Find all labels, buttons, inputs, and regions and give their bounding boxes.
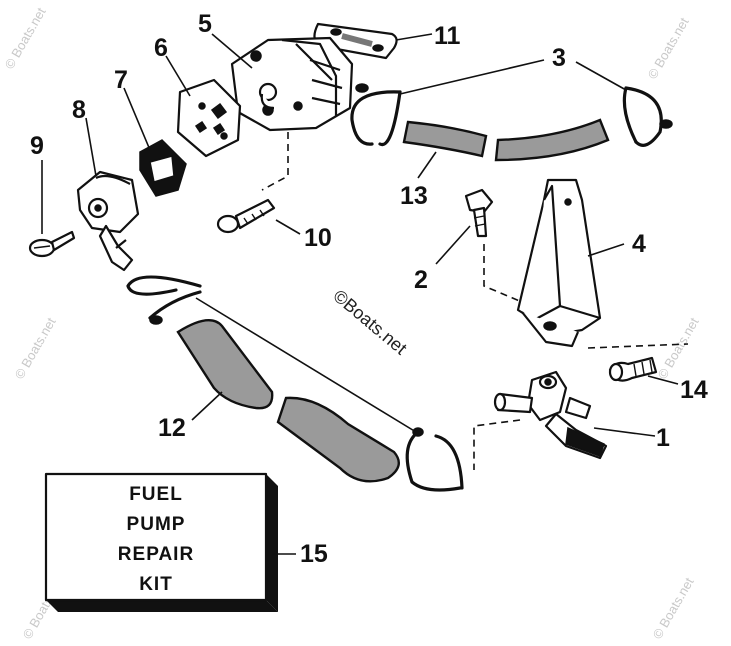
- callout-5: 5: [198, 10, 212, 38]
- callout-10: 10: [304, 224, 332, 252]
- leader-13: [417, 151, 437, 179]
- callout-9: 9: [30, 132, 44, 160]
- callout-6: 6: [154, 34, 168, 62]
- part-4-bracket: [516, 178, 602, 348]
- kit-label-line3: REPAIR: [118, 544, 194, 565]
- leader-12: [191, 391, 223, 421]
- part-8-filter-cover: [76, 170, 140, 272]
- part-1-fuel-valve: [493, 370, 608, 460]
- callout-13: 13: [400, 182, 428, 210]
- kit-label-line2: PUMP: [127, 514, 186, 535]
- leader-10: [275, 219, 301, 235]
- leader-8: [85, 117, 97, 177]
- part-11-gasket-plate: [313, 22, 398, 60]
- leader-12b: [195, 297, 417, 433]
- part-9-screw: [28, 230, 76, 258]
- callout-3: 3: [552, 44, 566, 72]
- callout-8: 8: [72, 96, 86, 124]
- part-12-hoses: [126, 275, 464, 492]
- part-7-gasket: [139, 139, 187, 197]
- watermark-mid-left: © Boats.net: [12, 315, 59, 382]
- bracket-to-screw-dashline: [587, 343, 689, 349]
- leader-lines: [41, 33, 679, 555]
- leader-5: [211, 33, 253, 69]
- leader-14: [647, 375, 679, 385]
- watermark-center: ©Boats.net: [329, 286, 410, 359]
- part-5-fuel-pump: [230, 36, 354, 132]
- pump-to-screw-dashline: [261, 132, 289, 191]
- callouts: 1 2 3 4 5 6 7 8 9 10 11 12 13 14 15: [30, 10, 708, 568]
- part-3-hose-clamps: [350, 83, 673, 147]
- part-14-screw: [608, 356, 658, 382]
- leader-1: [593, 427, 656, 437]
- callout-4: 4: [632, 230, 646, 258]
- callout-2: 2: [414, 266, 428, 294]
- part-15-repair-kit: FUEL PUMP REPAIR KIT: [44, 472, 278, 612]
- watermark-bottom-right: © Boats.net: [650, 575, 697, 642]
- watermark-top-left: © Boats.net: [2, 5, 49, 72]
- part-13-fuel-hoses: [402, 118, 610, 162]
- callout-15: 15: [300, 540, 328, 568]
- leader-3a: [399, 59, 545, 95]
- leader-2: [435, 225, 471, 265]
- part-10-screw: [216, 198, 276, 234]
- bolt-to-bracket-dashline: [483, 244, 523, 303]
- callout-1: 1: [656, 424, 670, 452]
- leader-7: [123, 87, 151, 151]
- leader-4: [587, 243, 625, 257]
- valve-to-clamp-dashline: [473, 419, 521, 470]
- leader-11: [395, 33, 433, 41]
- watermark-mid-right: © Boats.net: [655, 315, 702, 382]
- watermark-top-right: © Boats.net: [645, 15, 692, 82]
- part-6-diaphragm: [176, 78, 242, 158]
- kit-label-line1: FUEL: [129, 484, 183, 505]
- part-2-bolt: [464, 188, 494, 238]
- callout-12: 12: [158, 414, 186, 442]
- leader-6: [165, 55, 191, 97]
- callout-7: 7: [114, 66, 128, 94]
- kit-label-line4: KIT: [139, 574, 173, 595]
- leader-3b: [575, 61, 627, 91]
- callout-11: 11: [434, 22, 461, 50]
- callout-14: 14: [680, 376, 708, 404]
